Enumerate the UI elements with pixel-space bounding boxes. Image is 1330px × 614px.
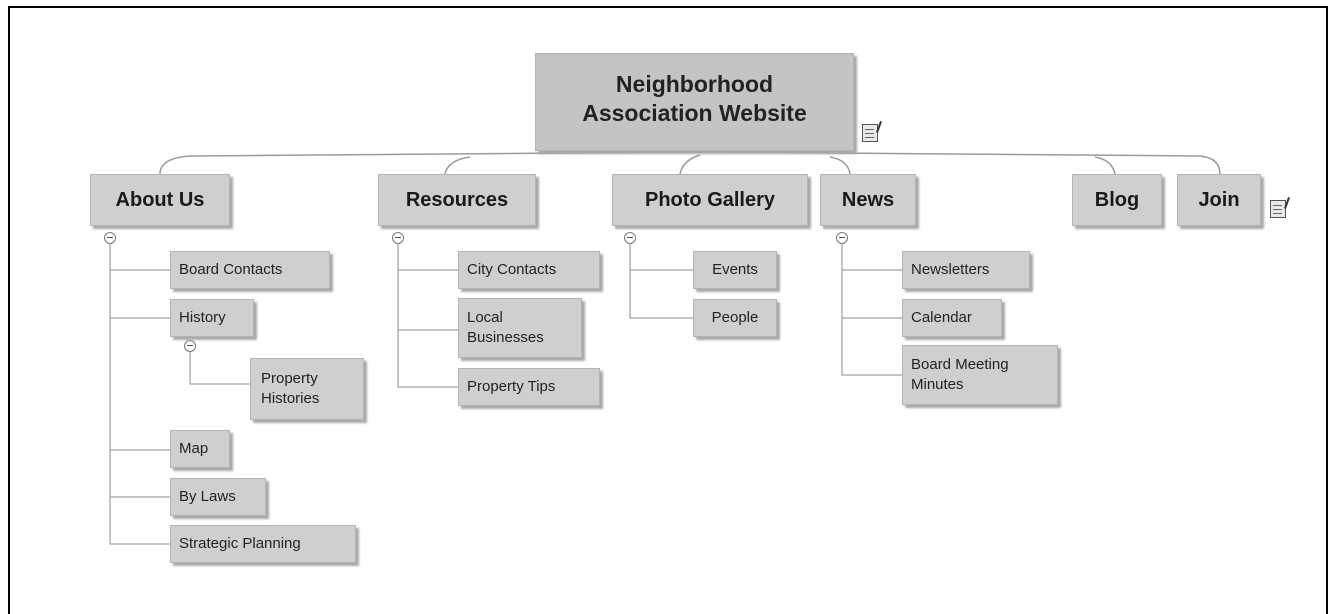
branch-blog[interactable]: Blog: [1072, 174, 1162, 226]
subnode-label: Local Businesses: [467, 309, 544, 346]
subnode-label: History: [179, 309, 226, 326]
minus-circle-icon[interactable]: [624, 232, 636, 244]
minus-circle-icon[interactable]: [104, 232, 116, 244]
subnode-calendar[interactable]: Calendar: [902, 299, 1002, 337]
subnode-label: Calendar: [911, 309, 972, 326]
subnode-property-histories[interactable]: Property Histories: [250, 358, 364, 420]
branch-photo-gallery[interactable]: Photo Gallery: [612, 174, 808, 226]
subnode-label: Property Histories: [261, 370, 320, 407]
root-label: Neighborhood Association Website: [582, 71, 807, 126]
branch-news[interactable]: News: [820, 174, 916, 226]
minus-circle-icon[interactable]: [392, 232, 404, 244]
subnode-board-meeting-minutes[interactable]: Board Meeting Minutes: [902, 345, 1058, 405]
minus-circle-icon[interactable]: [836, 232, 848, 244]
subnode-label: By Laws: [179, 488, 236, 505]
subnode-local-businesses[interactable]: Local Businesses: [458, 298, 582, 358]
branch-resources[interactable]: Resources: [378, 174, 536, 226]
branch-label: Join: [1198, 188, 1240, 211]
branch-label: News: [841, 188, 895, 211]
note-icon[interactable]: [1270, 200, 1286, 218]
subnode-label: People: [711, 309, 759, 326]
subnode-label: Board Meeting Minutes: [911, 356, 1009, 393]
branch-join[interactable]: Join: [1177, 174, 1261, 226]
subnode-events[interactable]: Events: [693, 251, 777, 289]
branch-label: About Us: [115, 188, 205, 211]
subnode-by-laws[interactable]: By Laws: [170, 478, 266, 516]
root-node[interactable]: Neighborhood Association Website: [535, 53, 854, 151]
subnode-strategic-planning[interactable]: Strategic Planning: [170, 525, 356, 563]
subnode-label: Board Contacts: [179, 261, 283, 278]
subnode-label: Property Tips: [467, 378, 556, 395]
note-icon[interactable]: [862, 124, 878, 142]
branch-label: Blog: [1094, 188, 1140, 211]
subnode-label: Map: [179, 440, 209, 457]
subnode-label: Events: [712, 261, 758, 278]
branch-label: Resources: [405, 188, 509, 211]
diagram-frame: [8, 6, 1328, 614]
subnode-label: City Contacts: [467, 261, 557, 278]
subnode-city-contacts[interactable]: City Contacts: [458, 251, 600, 289]
branch-about-us[interactable]: About Us: [90, 174, 230, 226]
branch-label: Photo Gallery: [644, 188, 776, 211]
minus-circle-icon[interactable]: [184, 340, 196, 352]
subnode-label: Newsletters: [911, 261, 990, 278]
subnode-label: Strategic Planning: [179, 535, 301, 552]
subnode-newsletters[interactable]: Newsletters: [902, 251, 1030, 289]
subnode-board-contacts[interactable]: Board Contacts: [170, 251, 330, 289]
subnode-map[interactable]: Map: [170, 430, 230, 468]
subnode-property-tips[interactable]: Property Tips: [458, 368, 600, 406]
subnode-history[interactable]: History: [170, 299, 254, 337]
subnode-people[interactable]: People: [693, 299, 777, 337]
